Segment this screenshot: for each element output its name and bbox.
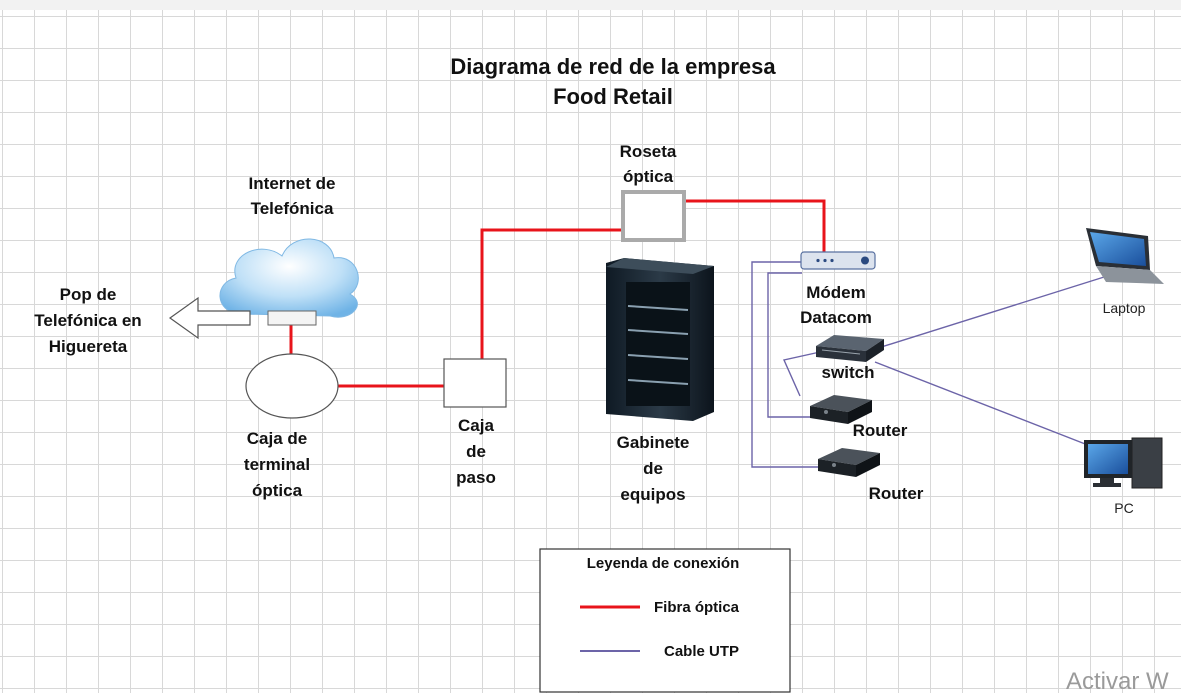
arrow-left-icon xyxy=(168,296,251,340)
internet-label-1: Internet de xyxy=(249,174,336,193)
desktop-pc-icon xyxy=(1084,437,1163,489)
modem-label-2: Datacom xyxy=(800,308,872,327)
terminal-label-1: Caja de xyxy=(247,429,307,448)
terminal-box-shape xyxy=(245,353,339,419)
legend-title: Leyenda de conexión xyxy=(587,555,740,572)
diagram-title-line1: Diagrama de red de la empresa xyxy=(450,54,776,79)
roseta-label-2: óptica xyxy=(623,167,674,186)
gabinete-label-3: equipos xyxy=(620,485,685,504)
laptop-icon xyxy=(1086,228,1164,284)
terminal-label-3: óptica xyxy=(252,481,303,500)
pop-label-2: Telefónica en xyxy=(34,311,141,330)
passage-box-shape xyxy=(443,358,507,408)
modem-label-1: Módem xyxy=(806,283,866,302)
legend-fiber-label: Fibra óptica xyxy=(654,599,740,616)
pc-label: PC xyxy=(1114,500,1133,516)
router2-label: Router xyxy=(869,484,924,503)
switch-label: switch xyxy=(822,363,875,382)
paso-label-3: paso xyxy=(456,468,496,487)
cloud-icon xyxy=(219,238,359,318)
switch-icon xyxy=(816,335,884,362)
gabinete-label-1: Gabinete xyxy=(617,433,690,452)
activation-watermark: Activar W xyxy=(1066,668,1169,693)
paso-label-1: Caja xyxy=(458,416,494,435)
router1-label: Router xyxy=(853,421,908,440)
modem-icon xyxy=(800,251,876,270)
cloud-connector xyxy=(267,310,317,326)
router-icon xyxy=(810,395,872,424)
diagram-title-line2: Food Retail xyxy=(553,84,673,109)
optical-rosette-shape xyxy=(621,190,686,242)
terminal-label-2: terminal xyxy=(244,455,310,474)
internet-label-2: Telefónica xyxy=(251,199,334,218)
utp-connections xyxy=(751,261,1121,468)
rack-cabinet-icon xyxy=(606,258,714,421)
roseta-label-1: Roseta xyxy=(620,142,677,161)
pop-label-3: Higuereta xyxy=(49,337,128,356)
legend-utp-label: Cable UTP xyxy=(664,643,739,660)
pop-label-1: Pop de xyxy=(60,285,117,304)
legend: Leyenda de conexión Fibra óptica Cable U… xyxy=(539,548,791,693)
gabinete-label-2: de xyxy=(643,459,663,478)
paso-label-2: de xyxy=(466,442,486,461)
laptop-label: Laptop xyxy=(1103,300,1146,316)
fiber-connections xyxy=(289,199,826,388)
router-icon xyxy=(818,448,880,477)
